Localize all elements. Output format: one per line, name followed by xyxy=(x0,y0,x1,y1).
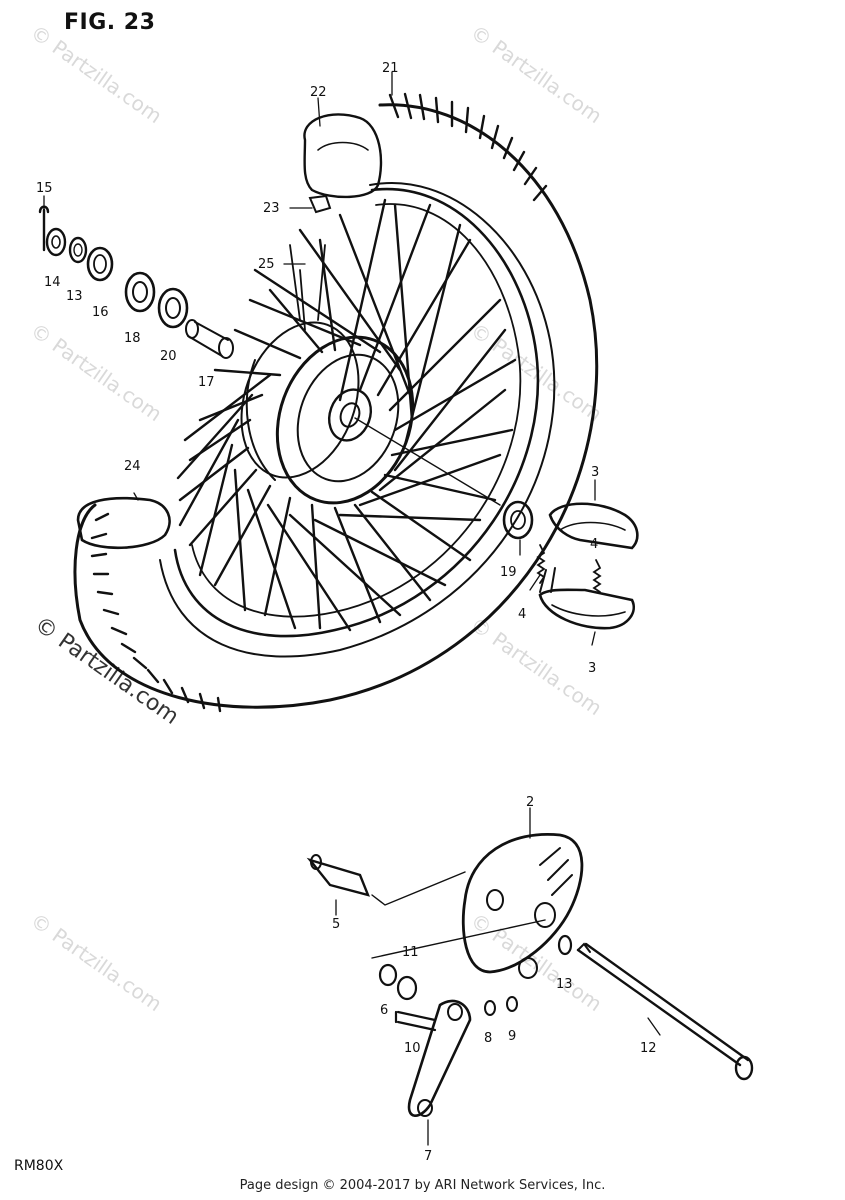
model-code: RM80X xyxy=(14,1158,64,1174)
callout-label: 14 xyxy=(44,275,61,290)
callout-label: 4 xyxy=(590,537,598,552)
callout-label: 7 xyxy=(424,1149,432,1164)
callout-label: 23 xyxy=(263,201,280,216)
callout-label: 17 xyxy=(198,375,215,390)
callout-label: 15 xyxy=(36,181,53,196)
callout-label: 21 xyxy=(382,61,399,76)
callout-label: 19 xyxy=(500,565,517,580)
callout-label: 18 xyxy=(124,331,141,346)
callout-label: 11 xyxy=(402,945,419,960)
leader-lines xyxy=(43,71,661,1146)
spokes-illustration xyxy=(176,198,517,632)
callout-label: 13 xyxy=(556,977,573,992)
callout-label: 16 xyxy=(92,305,109,320)
callout-label: 22 xyxy=(310,85,327,100)
brake-shoe-parts xyxy=(502,500,639,630)
tire-illustration xyxy=(73,92,599,713)
callout-labels: 21 22 23 25 15 14 13 16 18 20 17 24 3 19… xyxy=(36,61,657,1164)
callout-label: 13 xyxy=(66,289,83,304)
figure-title: FIG. 23 xyxy=(64,10,156,35)
brake-panel-parts xyxy=(306,832,754,1117)
callout-label: 24 xyxy=(124,459,141,474)
callout-label: 4 xyxy=(518,607,526,622)
callout-label: 10 xyxy=(404,1041,421,1056)
callout-label: 2 xyxy=(526,795,534,810)
callout-label: 25 xyxy=(258,257,275,272)
callout-label: 20 xyxy=(160,349,177,364)
copyright-footer: Page design © 2004-2017 by ARI Network S… xyxy=(239,1178,606,1193)
callout-label: 3 xyxy=(588,661,596,676)
callout-label: 5 xyxy=(332,917,340,932)
callout-label: 9 xyxy=(508,1029,516,1044)
callout-label: 8 xyxy=(484,1031,492,1046)
callout-label: 3 xyxy=(591,465,599,480)
rim-illustration xyxy=(173,187,540,638)
callout-label: 12 xyxy=(640,1041,657,1056)
hub-illustration xyxy=(240,321,415,505)
callout-label: 6 xyxy=(380,1003,388,1018)
